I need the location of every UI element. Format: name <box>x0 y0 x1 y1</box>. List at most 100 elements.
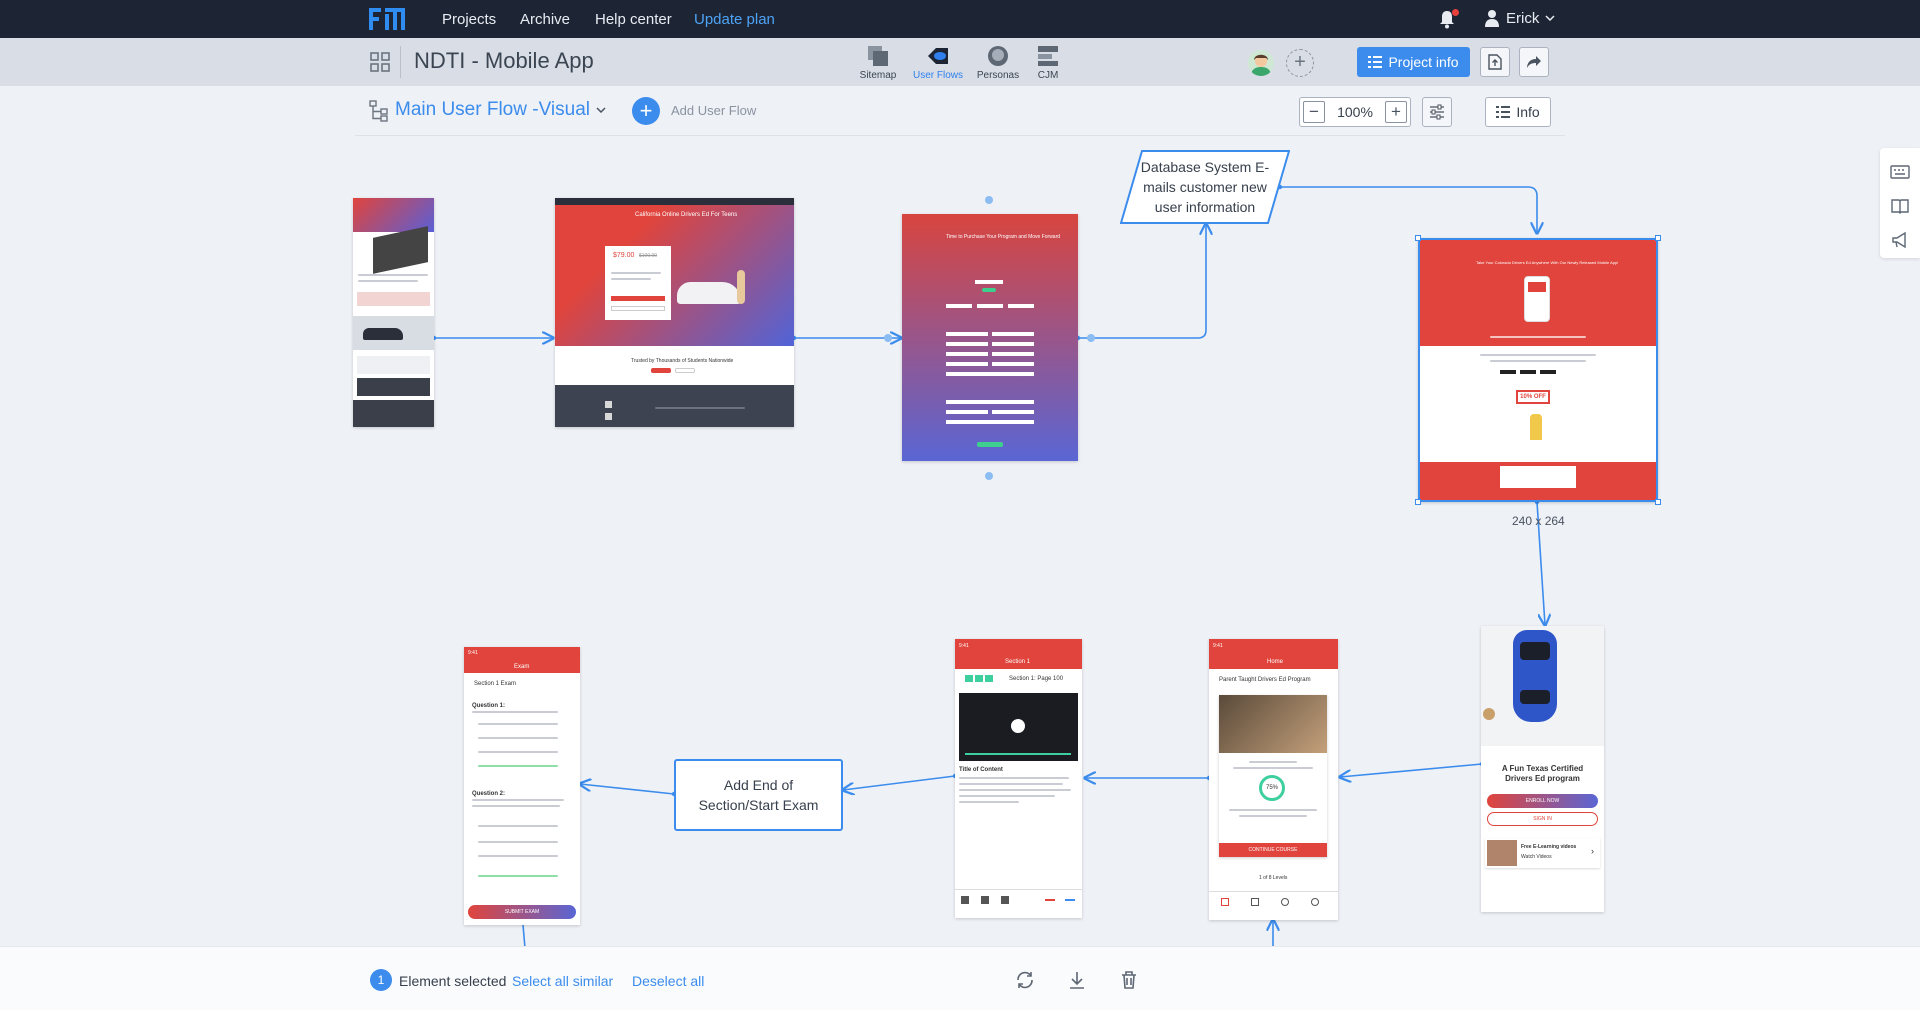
flow-connectors <box>431 184 1920 946</box>
text-line <box>959 801 1019 803</box>
answer-line-correct <box>478 875 558 877</box>
mode-label: User Flows <box>912 70 963 81</box>
selection-size-label: 240 x 264 <box>1512 514 1565 528</box>
next-arrow-icon <box>1065 899 1075 901</box>
text-line <box>1249 761 1297 763</box>
mode-user-flows[interactable]: User Flows <box>910 44 966 81</box>
nav-projects[interactable]: Projects <box>442 11 497 28</box>
form-field <box>946 342 988 346</box>
text-line <box>611 272 661 274</box>
mode-sitemap[interactable]: Sitemap <box>850 44 906 81</box>
discount-badge: 10% OFF <box>1516 390 1550 404</box>
text-line <box>959 783 1063 785</box>
grid-menu-icon[interactable] <box>370 52 390 72</box>
nav-help-center[interactable]: Help center <box>595 11 672 28</box>
nav-archive[interactable]: Archive <box>520 11 571 28</box>
mode-personas[interactable]: Personas <box>970 44 1026 81</box>
screen-mobile-app-promo[interactable]: Take Your Colorado Drivers Ed Anywhere W… <box>1418 238 1658 502</box>
car-rear-window <box>1520 690 1550 704</box>
footer-icon <box>605 413 612 420</box>
section-chip <box>965 675 973 682</box>
text-line <box>1239 815 1307 817</box>
zoom-in-button[interactable]: + <box>1385 101 1407 123</box>
screen-exam[interactable]: 9:41 Exam Section 1 Exam Question 1: Que… <box>464 647 580 925</box>
buy-button <box>611 296 665 301</box>
section-chip <box>975 675 983 682</box>
add-user-flow-label[interactable]: Add User Flow <box>671 103 757 118</box>
store-badge <box>1540 370 1556 374</box>
form-field <box>946 410 988 414</box>
share-button[interactable] <box>1519 47 1549 77</box>
site-nav <box>555 198 794 205</box>
home-program-title: Parent Taught Drivers Ed Program <box>1219 677 1311 683</box>
answer-line <box>478 841 558 843</box>
video-link: Watch Videos <box>1521 854 1552 860</box>
resize-handle[interactable] <box>1655 499 1661 505</box>
avatar-face-icon <box>1251 54 1271 76</box>
form-field <box>1008 304 1034 308</box>
mode-cjm[interactable]: CJM <box>1020 44 1076 81</box>
process-end-of-section[interactable]: Add End of Section/Start Exam <box>674 759 843 831</box>
content-row <box>357 356 430 374</box>
screen-purchase-form[interactable]: Time to Purchase Your Program and Move F… <box>902 214 1078 461</box>
pricing-card: $79.00 $100.00 <box>605 246 671 320</box>
levels-label: 1 of 8 Levels <box>1259 875 1288 881</box>
hero-block <box>353 198 434 232</box>
resize-handle[interactable] <box>1655 235 1661 241</box>
resize-handle[interactable] <box>1415 235 1421 241</box>
footer-card <box>1500 466 1576 488</box>
exam-header-bar: 9:41 Exam <box>464 647 580 673</box>
nav-update-plan[interactable]: Update plan <box>694 11 775 28</box>
text-line <box>1229 809 1317 811</box>
status-time: 9:41 <box>959 643 969 649</box>
project-info-button[interactable]: Project info <box>1357 47 1470 77</box>
settings-button[interactable] <box>1422 97 1452 127</box>
screen-course-landing[interactable]: California Online Drivers Ed For Teens $… <box>555 198 794 427</box>
trusted-text: Trusted by Thousands of Students Nationw… <box>631 358 734 364</box>
pause-control-icon <box>981 896 989 904</box>
text-line <box>1490 360 1586 362</box>
feature-row <box>357 292 430 306</box>
screen-landing-longpage[interactable] <box>353 198 434 427</box>
project-bar: NDTI - Mobile App Sitemap User Flows Per… <box>0 38 1920 86</box>
collaborator-avatar[interactable] <box>1248 50 1274 76</box>
add-collaborator-button[interactable]: + <box>1286 49 1314 77</box>
right-tool-rail <box>1880 148 1920 258</box>
submit-exam-button: SUBMIT EXAM <box>468 905 576 919</box>
process-text: Add End of Section/Start Exam <box>698 777 819 813</box>
user-menu[interactable]: Erick <box>1484 9 1555 27</box>
download-icon[interactable] <box>1066 969 1088 991</box>
app-logo-icon[interactable] <box>369 8 411 30</box>
status-time: 9:41 <box>468 650 478 656</box>
screen-section-content[interactable]: 9:41 Section 1 Section 1: Page 100 Title… <box>955 639 1082 918</box>
connector-app-to-texas <box>1536 501 1545 625</box>
selection-bar: 1 Element selected Select all similar De… <box>0 946 1920 1010</box>
chevron-right-icon: › <box>1591 846 1594 856</box>
screen-texas-mobile-landing[interactable]: A Fun Texas Certified Drivers Ed program… <box>1481 626 1604 912</box>
screen-app-home[interactable]: 9:41 Home Parent Taught Drivers Ed Progr… <box>1209 639 1338 920</box>
form-field <box>975 280 1003 284</box>
resize-handle[interactable] <box>1415 499 1421 505</box>
deselect-all-link[interactable]: Deselect all <box>632 973 705 989</box>
flow-selector[interactable]: Main User Flow -Visual <box>395 99 606 121</box>
profile-tab-icon <box>1311 898 1319 906</box>
select-all-similar-link[interactable]: Select all similar <box>512 973 614 989</box>
book-icon[interactable] <box>1890 196 1910 216</box>
selection-label: Element selected <box>399 973 507 989</box>
replace-icon[interactable] <box>1014 969 1036 991</box>
project-title: NDTI - Mobile App <box>414 48 594 73</box>
export-button[interactable] <box>1480 47 1510 77</box>
megaphone-icon[interactable] <box>1890 230 1910 250</box>
section-header-title: Section 1 <box>1005 659 1031 665</box>
zoom-out-button[interactable]: − <box>1303 101 1325 123</box>
info-button[interactable]: Info <box>1485 97 1551 127</box>
info-label: Info <box>1516 104 1540 120</box>
keyboard-icon[interactable] <box>1890 162 1910 182</box>
notification-bell-icon[interactable] <box>1438 9 1456 29</box>
decision-database-email[interactable]: Database System E-mails customer new use… <box>1120 150 1290 224</box>
form-grid <box>946 332 1034 392</box>
flow-canvas[interactable]: California Online Drivers Ed For Teens $… <box>0 136 1920 946</box>
resources-tab-icon <box>1251 898 1259 906</box>
trash-icon[interactable] <box>1118 969 1140 991</box>
add-user-flow-button[interactable]: + <box>632 97 660 125</box>
